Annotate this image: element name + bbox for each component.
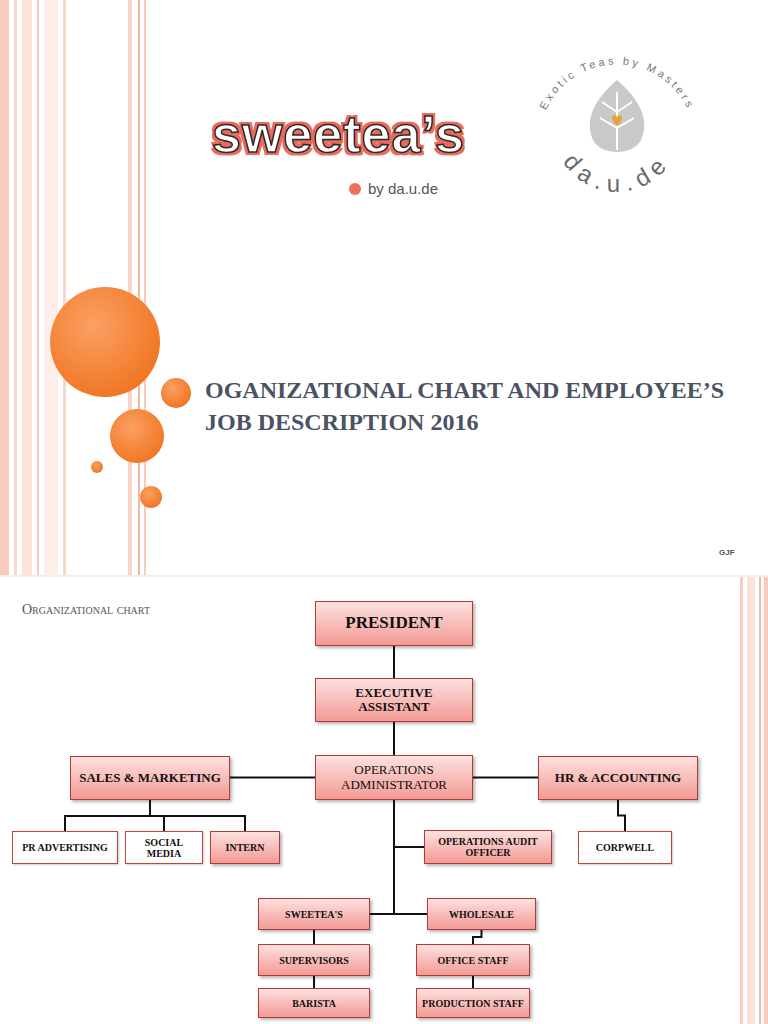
- stripe: [37, 0, 39, 575]
- role-title: SOCIAL MEDIA: [131, 837, 197, 859]
- org-connector: [394, 800, 424, 847]
- role-box: CORPWELL: [578, 831, 672, 864]
- orange-circle: [50, 287, 160, 397]
- stripe-band: [740, 577, 768, 1024]
- role-box: OFFICE STAFF: [416, 944, 530, 976]
- role-title: EXECUTIVE ASSISTANT: [321, 686, 467, 715]
- role-title: SALES & MARKETING: [79, 771, 221, 785]
- role-box: EXECUTIVE ASSISTANT: [315, 678, 473, 722]
- org-connector: [370, 800, 394, 914]
- stripe: [759, 577, 761, 1024]
- role-title: SWEETEA'S: [285, 909, 343, 920]
- org-connector: [473, 930, 482, 944]
- role-title: OPERATIONS AUDIT OFFICER: [430, 836, 546, 858]
- top-role-box: PRESIDENT: [315, 601, 473, 646]
- logo-arc-name: da.u.de: [558, 148, 675, 197]
- org-connector: [618, 800, 625, 831]
- role-title: OPERATIONS ADMINISTRATOR: [321, 763, 467, 792]
- role-title: PRESIDENT: [345, 614, 442, 633]
- logo-byline: by da.u.de: [368, 180, 438, 197]
- orange-circle: [140, 486, 162, 508]
- stripe: [747, 577, 755, 1024]
- role-title: OFFICE STAFF: [437, 955, 508, 966]
- role-title: WHOLESALE: [449, 909, 514, 920]
- stripe: [138, 0, 140, 575]
- role-title: HR & ACCOUNTING: [555, 771, 681, 785]
- org-connector: [473, 777, 538, 779]
- stripe: [764, 577, 768, 1024]
- role-box: WHOLESALE: [427, 898, 536, 930]
- org-connector: [65, 800, 150, 831]
- arc-text-path: Exotic Teas by Masters: [537, 54, 697, 111]
- slide-title: OGANIZATIONAL CHART AND EMPLOYEE’S JOB D…: [205, 374, 725, 438]
- role-box: INTERN: [210, 831, 280, 864]
- role-title: BARISTA: [292, 998, 336, 1009]
- slide-heading: Organizational chart: [22, 602, 150, 618]
- logo-dot: [349, 183, 361, 195]
- role-title: PR ADVERTISING: [22, 842, 108, 853]
- leaf-shape: [590, 80, 645, 152]
- slide-divider: [0, 575, 768, 577]
- org-connector: [313, 930, 315, 944]
- org-connector: [393, 722, 395, 755]
- role-box: SOCIAL MEDIA: [125, 831, 203, 864]
- arc-text-path: da.u.de: [558, 148, 675, 197]
- stripe: [128, 0, 132, 575]
- org-connector: [230, 777, 315, 779]
- role-box: SALES & MARKETING: [70, 756, 230, 800]
- stripe: [22, 0, 32, 575]
- role-title: INTERN: [226, 842, 265, 853]
- role-box: PRODUCTION STAFF: [416, 988, 530, 1018]
- stripe: [63, 0, 66, 575]
- orange-circle: [110, 409, 164, 463]
- role-box: SWEETEA'S: [258, 898, 370, 930]
- stripe: [740, 577, 743, 1024]
- role-box: BARISTA: [258, 988, 370, 1018]
- stripe: [44, 0, 58, 575]
- leaf-heart: [612, 115, 622, 127]
- role-title: SUPERVISORS: [279, 955, 349, 966]
- orange-circle: [91, 461, 103, 473]
- org-connector: [150, 800, 245, 831]
- role-box: OPERATIONS ADMINISTRATOR: [315, 755, 473, 800]
- role-box: OPERATIONS AUDIT OFFICER: [424, 830, 552, 864]
- org-connector: [472, 976, 474, 988]
- role-box: SUPERVISORS: [258, 944, 370, 976]
- role-box: HR & ACCOUNTING: [538, 756, 698, 800]
- leaf-veins: [600, 92, 634, 150]
- orange-circle: [161, 378, 191, 408]
- org-connector: [393, 646, 395, 678]
- stripe-band: [0, 0, 146, 575]
- role-box: PR ADVERTISING: [12, 831, 118, 864]
- logo-wordmark: sweetea’s: [212, 104, 465, 164]
- role-title: CORPWELL: [596, 842, 654, 853]
- stripe: [0, 0, 9, 575]
- org-connector: [394, 800, 427, 914]
- leaf-icon: [590, 80, 645, 152]
- role-title: PRODUCTION STAFF: [422, 998, 524, 1009]
- author-initials: GJF: [719, 548, 735, 557]
- stripe: [14, 0, 17, 575]
- logo-arc-text: Exotic Teas by Masters: [537, 54, 697, 111]
- org-connector: [313, 976, 315, 988]
